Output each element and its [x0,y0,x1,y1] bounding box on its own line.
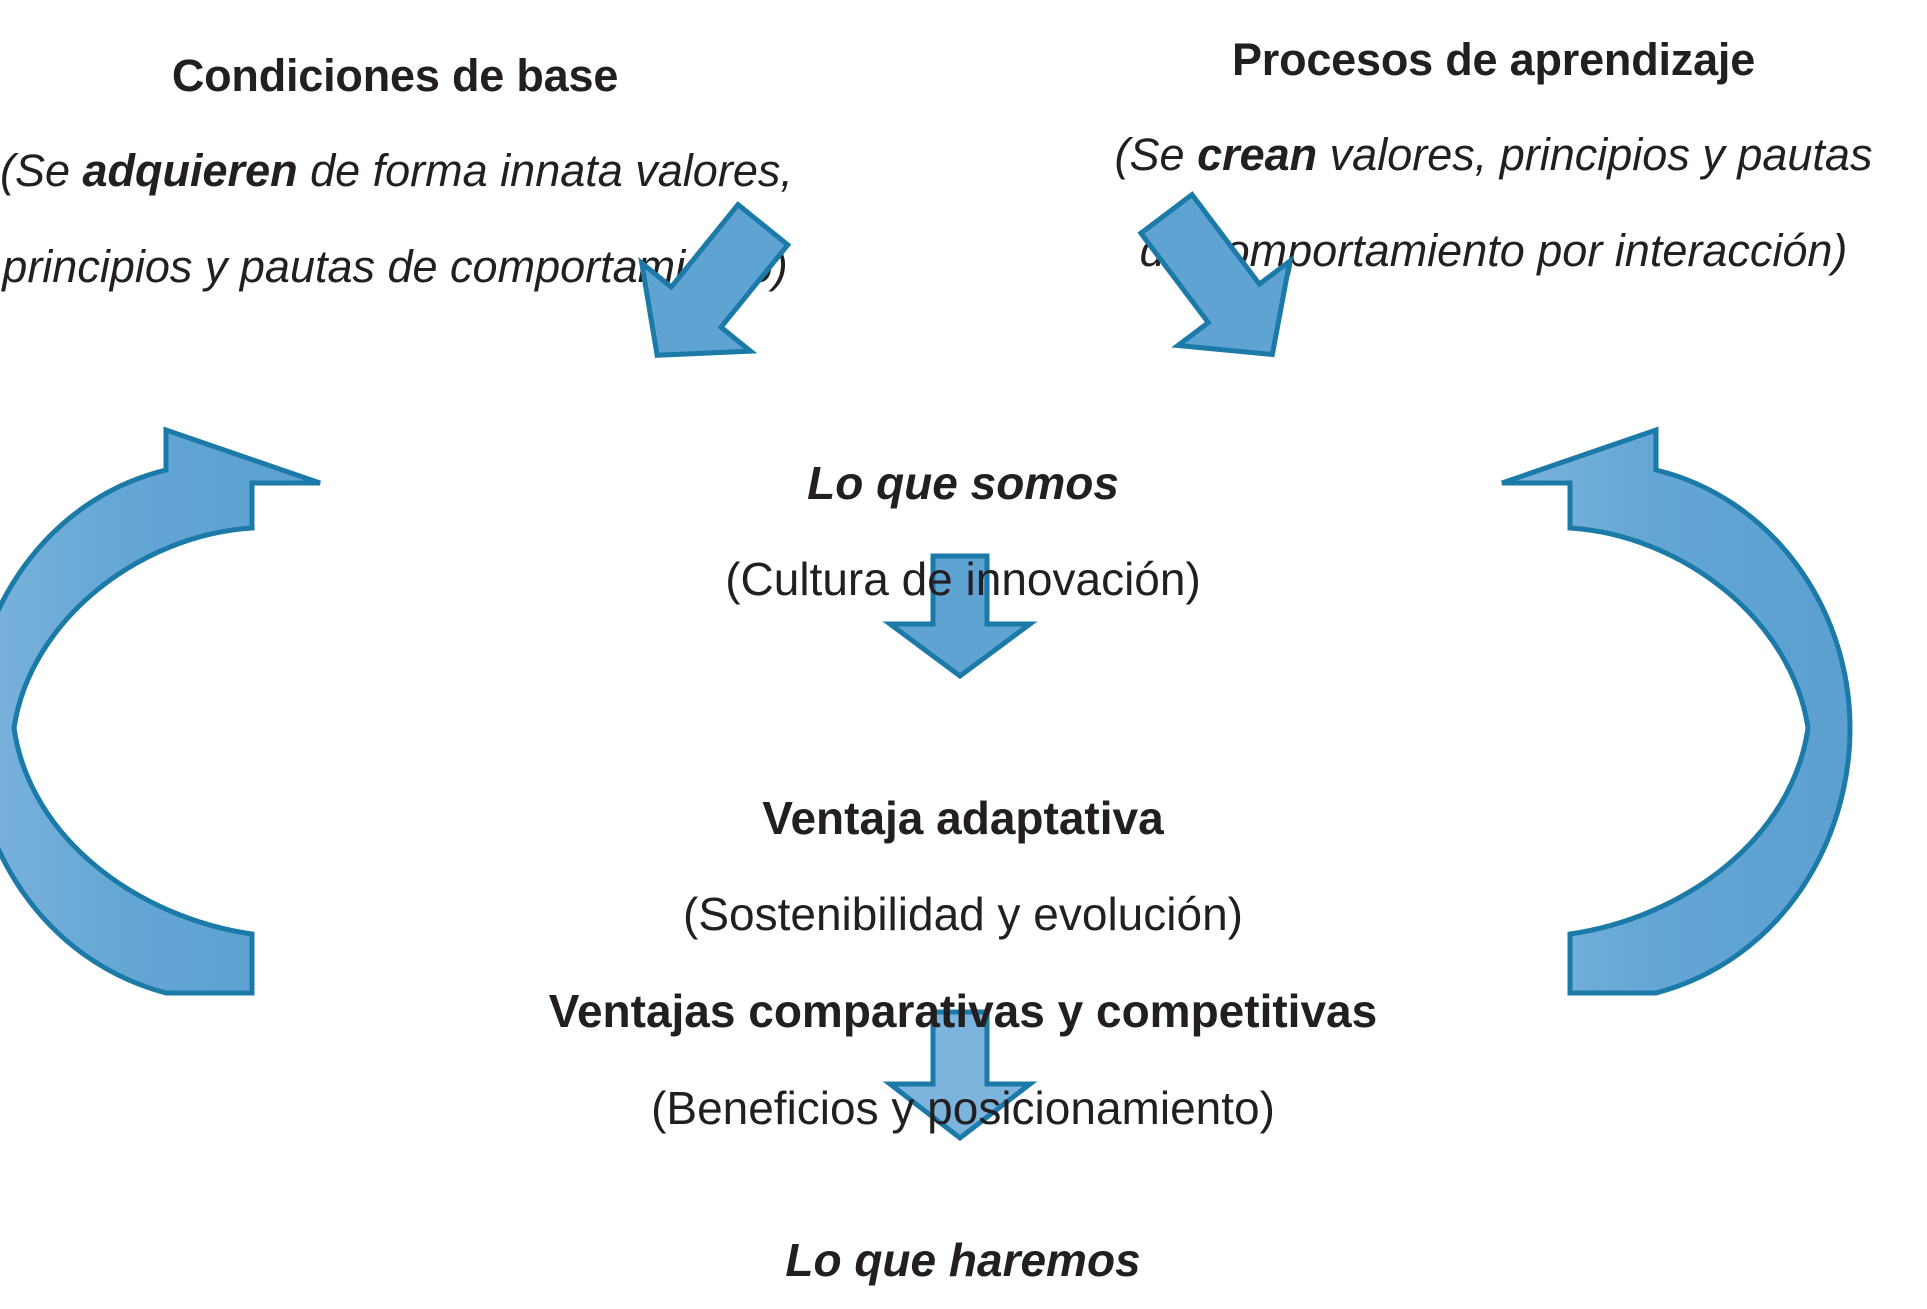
subtitle-emphasis: crean [1197,129,1318,181]
header-subtitle-line1: (Se adquieren de forma innata valores, [0,143,793,199]
node-heading-secondary: Ventajas comparativas y competitivas [548,985,1378,1038]
header-procesos-de-aprendizaje: Procesos de aprendizaje (Se crean valore… [1060,0,1927,318]
subtitle-prefix: (Se [0,145,83,197]
arrow-down-left-icon [1137,191,1294,358]
subtitle-rest: de forma innata valores, [297,145,793,197]
header-subtitle-line1: (Se crean valores, principios y pautas [1060,127,1927,183]
subtitle-prefix: (Se [1114,129,1198,181]
node-caption: (Cultura de innovación) [725,553,1201,606]
header-title: Procesos de aprendizaje [1231,33,1756,85]
arrow-down-icon [882,553,1038,680]
subtitle-rest: valores, principios y pautas [1317,129,1873,181]
subtitle-emphasis: adquieren [82,145,298,197]
node-ventaja-adaptativa: Ventaja adaptativa (Sostenibilidad y evo… [363,750,1563,1176]
node-caption-secondary: (Beneficios y posicionamiento) [651,1081,1275,1134]
node-caption: (Sostenibilidad y evolución) [683,888,1243,941]
node-heading: Lo que haremos [785,1233,1141,1286]
node-lo-que-somos: Lo que somos (Cultura de innovación) [463,415,1463,648]
header-title: Condiciones de base [171,49,619,101]
curved-arrow-up-right-icon [0,426,321,996]
header-condiciones-de-base: Condiciones de base (Se adquieren de for… [0,8,793,334]
arrow-down-icon [882,1009,1038,1142]
node-heading: Lo que somos [807,456,1119,509]
arrow-down-right-icon [638,201,792,358]
node-lo-que-haremos: Lo que haremos (Estrategia competitiva) [463,1192,1463,1309]
node-heading: Ventaja adaptativa [762,791,1164,844]
curved-arrow-up-left-icon [1501,426,1853,996]
